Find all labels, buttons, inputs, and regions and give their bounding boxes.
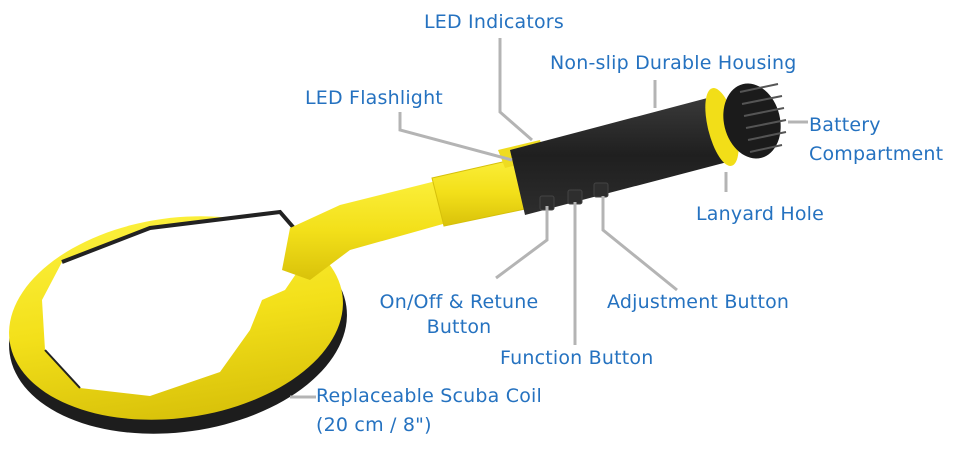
leader-lines bbox=[290, 38, 808, 399]
scuba-coil bbox=[9, 209, 347, 434]
shaft bbox=[282, 140, 545, 280]
label-battery-line2: Compartment bbox=[809, 143, 944, 165]
label-coil-line1: Replaceable Scuba Coil bbox=[316, 385, 543, 407]
label-battery-line1: Battery bbox=[809, 114, 881, 136]
grip-housing bbox=[510, 96, 735, 215]
label-coil-line2: (20 cm / 8") bbox=[316, 414, 432, 436]
label-led-indicators: LED Indicators bbox=[424, 11, 564, 33]
label-onoff-line2: Button bbox=[426, 316, 492, 338]
label-function-button: Function Button bbox=[500, 347, 654, 369]
battery-cap bbox=[705, 83, 787, 166]
label-adjustment-button: Adjustment Button bbox=[607, 291, 790, 313]
label-non-slip-housing: Non-slip Durable Housing bbox=[550, 52, 797, 74]
label-led-flashlight: LED Flashlight bbox=[305, 87, 443, 109]
label-onoff-line1: On/Off & Retune bbox=[379, 291, 539, 313]
label-lanyard-hole: Lanyard Hole bbox=[696, 203, 825, 225]
